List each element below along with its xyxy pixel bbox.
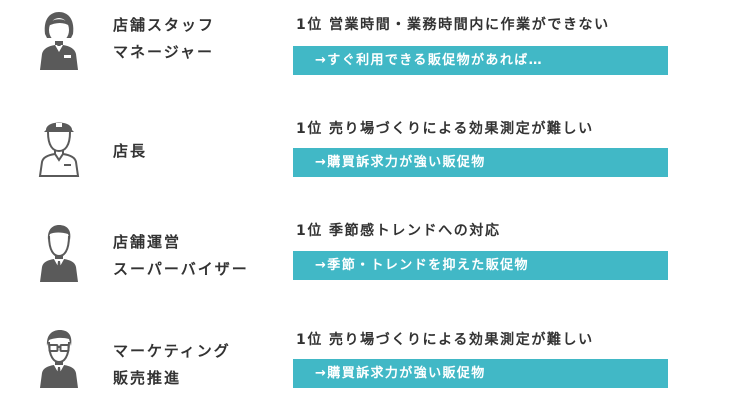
rank-number: 1位 [296, 121, 323, 137]
role-label: 店長 [113, 138, 147, 165]
rank-statement: 1位売り場づくりによる効果測定が難しい [296, 118, 594, 138]
rank-statement: 1位営業時間・業務時間内に作業ができない [296, 14, 610, 34]
answer-banner: →購買訴求力が強い販促物 [293, 148, 668, 177]
row-marketing: マーケティング 販売推進 1位売り場づくりによる効果測定が難しい →購買訴求力が… [0, 318, 750, 398]
rank-statement: 1位売り場づくりによる効果測定が難しい [296, 329, 594, 349]
row-store-staff: 店舗スタッフ マネージャー 1位営業時間・業務時間内に作業ができない →すぐ利用… [0, 0, 750, 80]
role-line: 店舗運営 [113, 233, 182, 251]
row-store-manager: 店長 1位売り場づくりによる効果測定が難しい →購買訴求力が強い販促物 [0, 106, 750, 186]
role-line: スーパーバイザー [113, 260, 249, 278]
role-line: 販売推進 [113, 369, 182, 387]
answer-banner: →すぐ利用できる販促物があれば… [293, 46, 668, 75]
role-label: 店舗スタッフ マネージャー [113, 12, 215, 66]
row-supervisor: 店舗運営 スーパーバイザー 1位季節感トレンドへの対応 →季節・トレンドを抑えた… [0, 212, 750, 292]
rank-statement: 1位季節感トレンドへの対応 [296, 220, 501, 240]
supervisor-suit-icon [34, 220, 84, 284]
rank-text: 売り場づくりによる効果測定が難しい [328, 121, 594, 137]
rank-number: 1位 [296, 332, 323, 348]
answer-banner: →季節・トレンドを抑えた販促物 [293, 251, 668, 280]
rank-text: 営業時間・業務時間内に作業ができない [328, 17, 610, 33]
role-label: 店舗運営 スーパーバイザー [113, 229, 249, 283]
role-label: マーケティング 販売推進 [113, 338, 231, 392]
rank-text: 季節感トレンドへの対応 [328, 223, 501, 239]
store-manager-cap-icon [34, 114, 84, 178]
rank-number: 1位 [296, 17, 323, 33]
role-line: 店長 [113, 142, 148, 160]
answer-banner: →購買訴求力が強い販促物 [293, 359, 668, 388]
rank-text: 売り場づくりによる効果測定が難しい [328, 332, 594, 348]
role-line: 店舗スタッフ [113, 16, 216, 34]
female-staff-icon [34, 8, 84, 72]
marketer-glasses-icon [34, 326, 84, 390]
role-line: マネージャー [113, 43, 214, 61]
rank-number: 1位 [296, 223, 323, 239]
role-line: マーケティング [113, 342, 231, 360]
